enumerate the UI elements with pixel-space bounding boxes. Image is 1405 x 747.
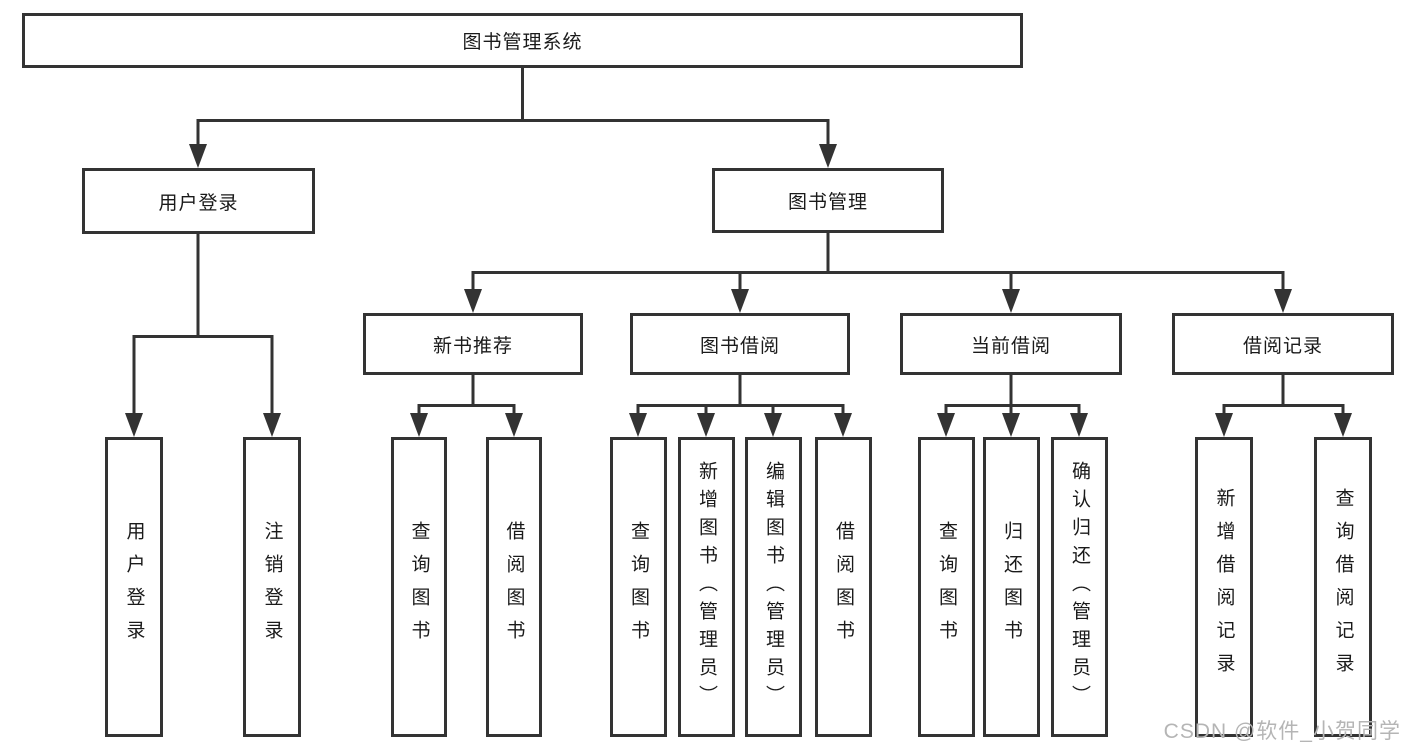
connector-root-to-level2 [196,68,830,147]
leaf-query-books-2: 查询图书 [610,437,667,737]
node-user-login: 用户登录 [82,168,315,234]
connector-borrowrecord-to-leaves [1222,375,1345,414]
connector-bookmgmt-to-level3 [471,232,1285,292]
node-label: 查询图书 [628,521,649,653]
arrowhead [1274,289,1292,313]
leaf-logout: 注销登录 [243,437,301,737]
node-label: 当前借阅 [970,335,1051,357]
arrowhead [464,289,482,313]
arrowhead [834,413,852,437]
leaf-borrow-books-1: 借阅图书 [486,437,542,737]
arrowhead [505,413,523,437]
node-library-system: 图书管理系统 [22,13,1023,68]
leaf-confirm-return-admin: 确认归还（管理员） [1051,437,1108,737]
arrowhead [263,413,281,437]
node-label: 新书推荐 [432,335,513,357]
arrowhead [697,413,715,437]
node-label: 新增图书（管理员） [696,461,717,713]
leaf-edit-books-admin: 编辑图书（管理员） [745,437,802,737]
arrowhead [1070,413,1088,437]
connector-userlogin-to-leaves [132,234,274,414]
arrowhead [937,413,955,437]
node-label: 查询图书 [936,521,957,653]
arrowhead [764,413,782,437]
node-borrowing-records: 借阅记录 [1172,313,1394,375]
leaf-query-borrow-record: 查询借阅记录 [1314,437,1372,737]
arrowhead [1215,413,1233,437]
leaf-add-borrow-record: 新增借阅记录 [1195,437,1253,737]
node-current-borrowing: 当前借阅 [900,313,1122,375]
arrowhead [1002,413,1020,437]
arrowhead [629,413,647,437]
leaf-query-books-1: 查询图书 [391,437,447,737]
node-label: 借阅图书 [503,521,525,653]
arrowhead [410,413,428,437]
node-book-management: 图书管理 [712,168,944,233]
node-label: 用户登录 [158,192,239,214]
arrowhead [189,144,207,168]
node-label: 借阅记录 [1242,335,1323,357]
node-label: 图书管理 [787,192,868,213]
leaf-borrow-books-2: 借阅图书 [815,437,872,737]
arrowhead [731,289,749,313]
connector-newbookrec-to-leaves [417,375,516,414]
node-label: 图书管理系统 [462,32,583,53]
node-book-borrowing: 图书借阅 [630,313,850,375]
arrowhead [1002,289,1020,313]
node-label: 编辑图书（管理员） [763,461,784,713]
node-label: 查询借阅记录 [1332,488,1354,686]
connector-currentborrow-to-leaves [944,374,1081,414]
watermark: CSDN @软件_小贺同学 [1163,720,1401,743]
node-new-book-recommend: 新书推荐 [363,313,583,375]
leaf-return-books: 归还图书 [983,437,1040,737]
node-label: 新增借阅记录 [1213,488,1235,686]
node-label: 用户登录 [123,521,145,653]
node-label: 图书借阅 [699,335,780,357]
arrowhead [1334,413,1352,437]
node-label: 归还图书 [1001,521,1022,653]
arrowhead [125,413,143,437]
connector-bookborrow-to-leaves [636,375,845,414]
node-label: 注销登录 [261,521,283,653]
leaf-user-login: 用户登录 [105,437,163,737]
node-label: 查询图书 [408,521,430,653]
leaf-query-books-3: 查询图书 [918,437,975,737]
node-label: 确认归还（管理员） [1069,461,1090,713]
node-label: 借阅图书 [833,521,854,653]
arrowhead [819,144,837,168]
leaf-add-books-admin: 新增图书（管理员） [678,437,735,737]
